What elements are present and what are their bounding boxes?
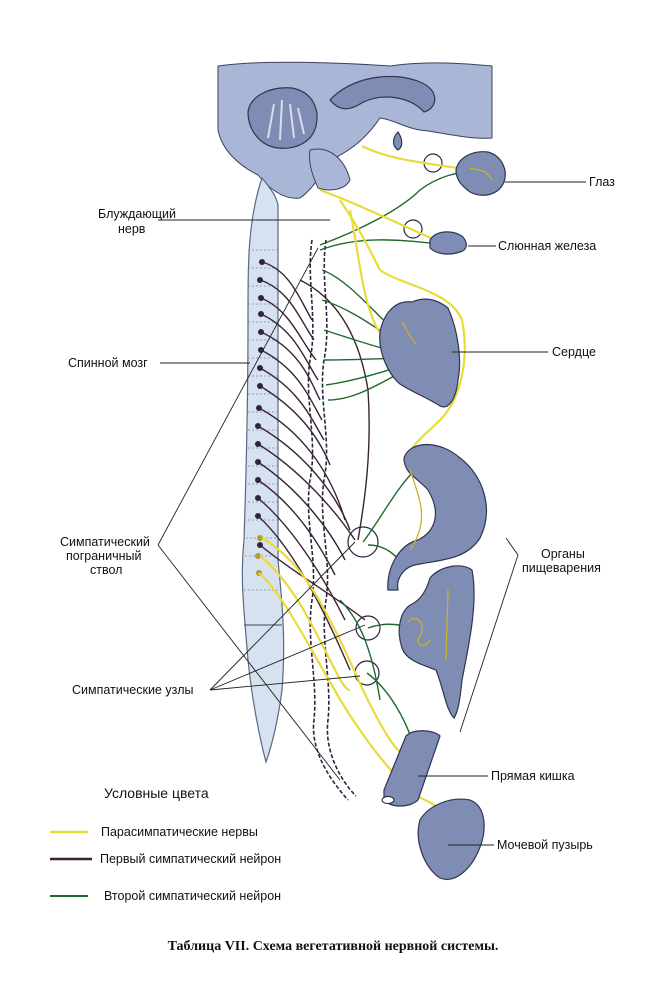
label-salivary-gland: Слюнная железа: [498, 239, 596, 253]
eye: [455, 151, 506, 196]
brain: [217, 61, 493, 199]
spinal-cord: [241, 176, 285, 765]
label-sympathetic-trunk-line2: пограничный: [66, 549, 141, 563]
legend: Условные цвета Парасимпатические нервы П…: [50, 785, 281, 903]
label-sympathetic-ganglia: Симпатические узлы: [72, 683, 193, 697]
label-urinary-bladder: Мочевой пузырь: [497, 838, 593, 852]
first-sympathetic-neurons: [257, 261, 370, 671]
label-spinal-cord: Спинной мозг: [68, 356, 148, 370]
legend-label-second-sympathetic: Второй симпатический нейрон: [104, 889, 281, 903]
heart: [379, 298, 461, 408]
salivary-gland: [429, 231, 467, 255]
parasympathetic-nerves: [258, 145, 471, 811]
cerebellum: [247, 87, 318, 149]
legend-label-first-sympathetic: Первый симпатический нейрон: [100, 852, 281, 866]
label-vagus-nerve-line2: нерв: [118, 222, 146, 236]
label-digestive-organs-line1: Органы: [541, 547, 585, 561]
urinary-bladder: [417, 798, 485, 880]
rectum: [381, 730, 441, 807]
label-heart: Сердце: [552, 345, 596, 359]
leader-lines: [157, 181, 586, 846]
label-sympathetic-trunk-line1: Симпатический: [60, 535, 150, 549]
pituitary: [392, 131, 403, 151]
intestines: [398, 565, 475, 719]
label-rectum: Прямая кишка: [491, 769, 575, 783]
sympathetic-chain: [307, 239, 357, 801]
figure-caption: Таблица VII. Схема вегетативной нервной …: [168, 939, 499, 954]
stomach: [387, 444, 487, 591]
label-vagus-nerve-line1: Блуждающий: [98, 207, 176, 221]
label-sympathetic-trunk-line3: ствол: [90, 563, 122, 577]
legend-label-parasympathetic: Парасимпатические нервы: [101, 825, 258, 839]
corpus-callosum: [329, 75, 436, 113]
label-digestive-organs-line2: пищеварения: [522, 561, 601, 575]
label-eye: Глаз: [589, 175, 615, 189]
legend-title: Условные цвета: [104, 785, 209, 801]
